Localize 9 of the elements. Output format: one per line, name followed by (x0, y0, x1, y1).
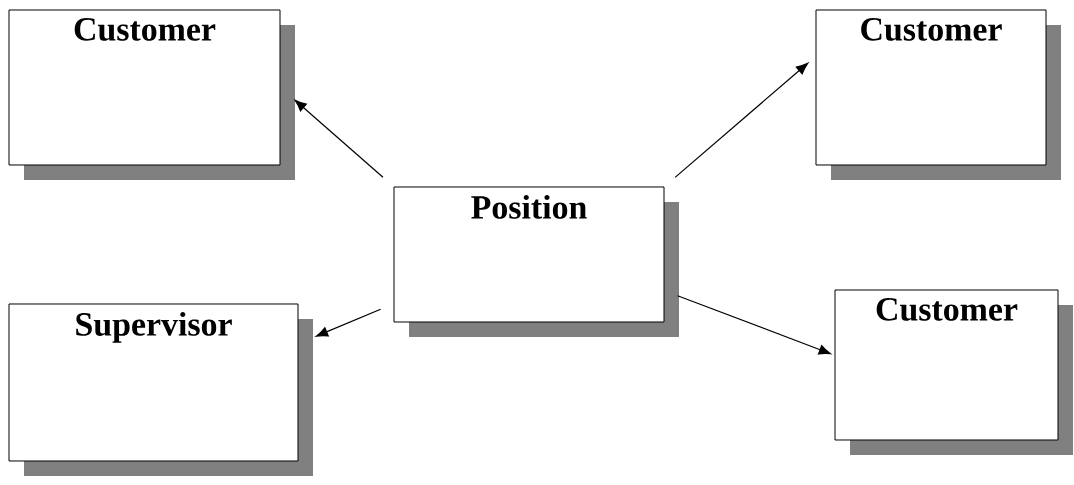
arrow (677, 295, 831, 355)
process-box: Supervisor (8, 303, 313, 476)
arrow (315, 308, 382, 337)
arrow (674, 62, 809, 178)
arrow (294, 99, 384, 178)
process-box: Position (393, 186, 679, 337)
process-box: Customer (8, 9, 295, 180)
process-box: Customer (834, 289, 1073, 455)
process-box: Customer (815, 9, 1061, 180)
